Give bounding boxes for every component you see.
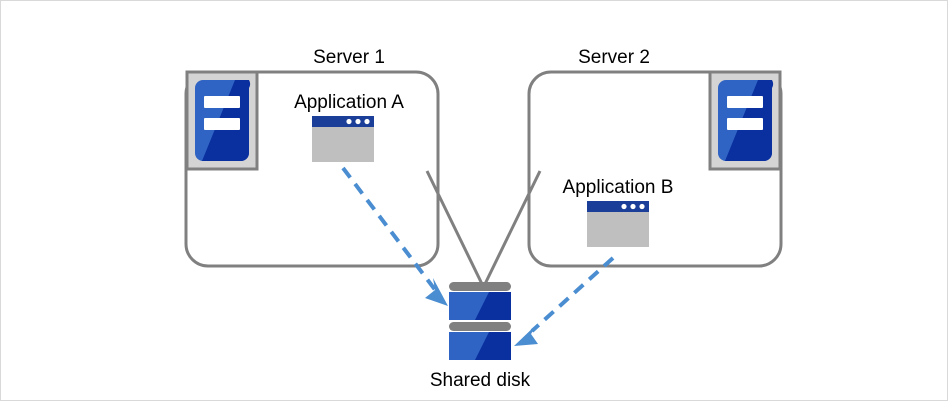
server-2-icon-group [708, 70, 782, 171]
server-icon [718, 80, 774, 161]
connector-server2-to-disk [483, 170, 542, 285]
application-a-group[interactable]: Application A [294, 92, 404, 162]
server-icon [195, 80, 251, 161]
access-arrow-app-a-to-disk [341, 166, 448, 306]
disk-platter-cap-bottom [449, 322, 511, 331]
access-arrow-app-b-to-disk [514, 256, 615, 346]
disk-platter-cap-top [449, 282, 511, 291]
application-a-label: Application A [294, 92, 404, 113]
server-1-node[interactable]: Server 1 Application A [184, 47, 440, 268]
server-1-icon-group [185, 70, 259, 171]
connector-server1-to-disk [425, 170, 484, 285]
arrowhead-icon [514, 323, 538, 346]
application-window-icon[interactable] [587, 201, 649, 247]
disk-stack-icon[interactable] [449, 282, 511, 360]
shared-disk-label: Shared disk [430, 370, 531, 391]
disk-platter-top-shade [475, 292, 511, 320]
application-b-label: Application B [563, 177, 674, 198]
server-2-title: Server 2 [578, 47, 650, 68]
application-window-icon[interactable] [312, 116, 374, 162]
arrowhead-icon [425, 278, 448, 306]
server-1-title: Server 1 [313, 47, 385, 68]
server-2-node[interactable]: Server 2 Application B [527, 47, 783, 268]
application-b-group[interactable]: Application B [563, 177, 674, 247]
disk-platter-bottom-shade [475, 332, 511, 360]
shared-disk-node[interactable]: Shared disk [430, 282, 531, 391]
